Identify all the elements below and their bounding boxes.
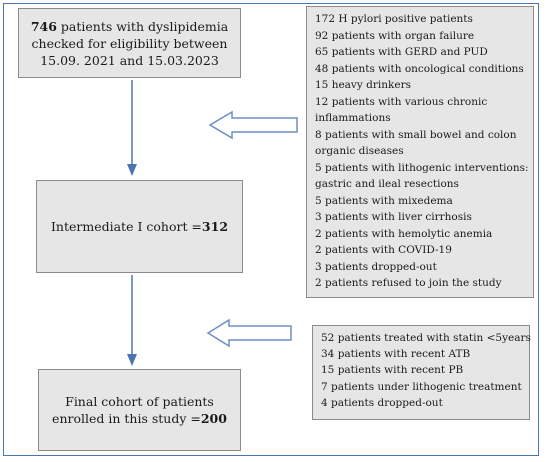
screening-count: 746 xyxy=(30,18,57,34)
exclusion-item: gastric and ileal resections xyxy=(315,178,459,190)
screening-line2: checked for eligibility between xyxy=(31,35,228,51)
exclusion-item: 65 patients with GERD and PUD xyxy=(315,46,488,58)
screening-line1: patients with dyslipidemia xyxy=(56,18,229,34)
exclusion-item: organic diseases xyxy=(315,145,404,157)
exclusion-item: 12 patients with various chronic xyxy=(315,95,488,108)
exclusion-item: 7 patients under lithogenic treatment xyxy=(321,380,522,393)
exclusion-item: 5 patients with lithogenic interventions… xyxy=(315,161,529,174)
final-line2: enrolled in this study = xyxy=(52,411,201,426)
exclusion-item: 34 patients with recent ATB xyxy=(321,348,471,361)
exclusion-item: 15 heavy drinkers xyxy=(315,79,411,91)
exclusion-box-second: 52 patients treated with statin <5years … xyxy=(312,325,531,420)
intermediate-count: 312 xyxy=(201,219,229,234)
flow-arrow-down-2 xyxy=(127,275,137,366)
exclusion-item: 2 patients with COVID-19 xyxy=(315,244,452,256)
final-line1: Final cohort of patients xyxy=(65,394,214,409)
exclusion-item: 2 patients refused to join the study xyxy=(315,277,502,289)
intermediate-cohort-box: Intermediate I cohort =312 xyxy=(36,180,243,273)
exclusion-item: 92 patients with organ failure xyxy=(315,29,475,42)
exclusion-item: inflammations xyxy=(315,112,391,124)
exclusion-item: 15 patients with recent PB xyxy=(321,364,464,377)
exclusion-item: 172 H pylori positive patients xyxy=(315,13,473,25)
exclusion-item: 2 patients with hemolytic anemia xyxy=(315,227,493,240)
exclusion-item: 4 patients dropped-out xyxy=(321,396,443,409)
screening-line3: 15.09. 2021 and 15.03.2023 xyxy=(40,52,219,68)
exclusion-item: 8 patients with small bowel and colon xyxy=(315,128,517,141)
exclusion-box-first: 172 H pylori positive patients 92 patien… xyxy=(306,6,534,298)
flow-arrow-down-1 xyxy=(127,80,137,176)
final-count: 200 xyxy=(200,411,227,426)
final-cohort-box: Final cohort of patients enrolled in thi… xyxy=(38,369,241,451)
exclusion-item: 48 patients with oncological conditions xyxy=(315,62,524,75)
exclusion-item: 5 patients with mixedema xyxy=(315,194,453,207)
screening-box: 746 patients with dyslipidemia checked f… xyxy=(18,8,241,78)
intermediate-label: Intermediate I cohort = xyxy=(50,219,202,234)
exclusion-arrow-left-2 xyxy=(206,318,292,348)
exclusion-item: 3 patients dropped-out xyxy=(315,260,437,273)
exclusion-item: 3 patients with liver cirrhosis xyxy=(315,211,472,223)
diagram-frame xyxy=(3,3,539,456)
exclusion-arrow-left-1 xyxy=(208,110,298,140)
exclusion-item: 52 patients treated with statin <5years xyxy=(321,332,531,344)
